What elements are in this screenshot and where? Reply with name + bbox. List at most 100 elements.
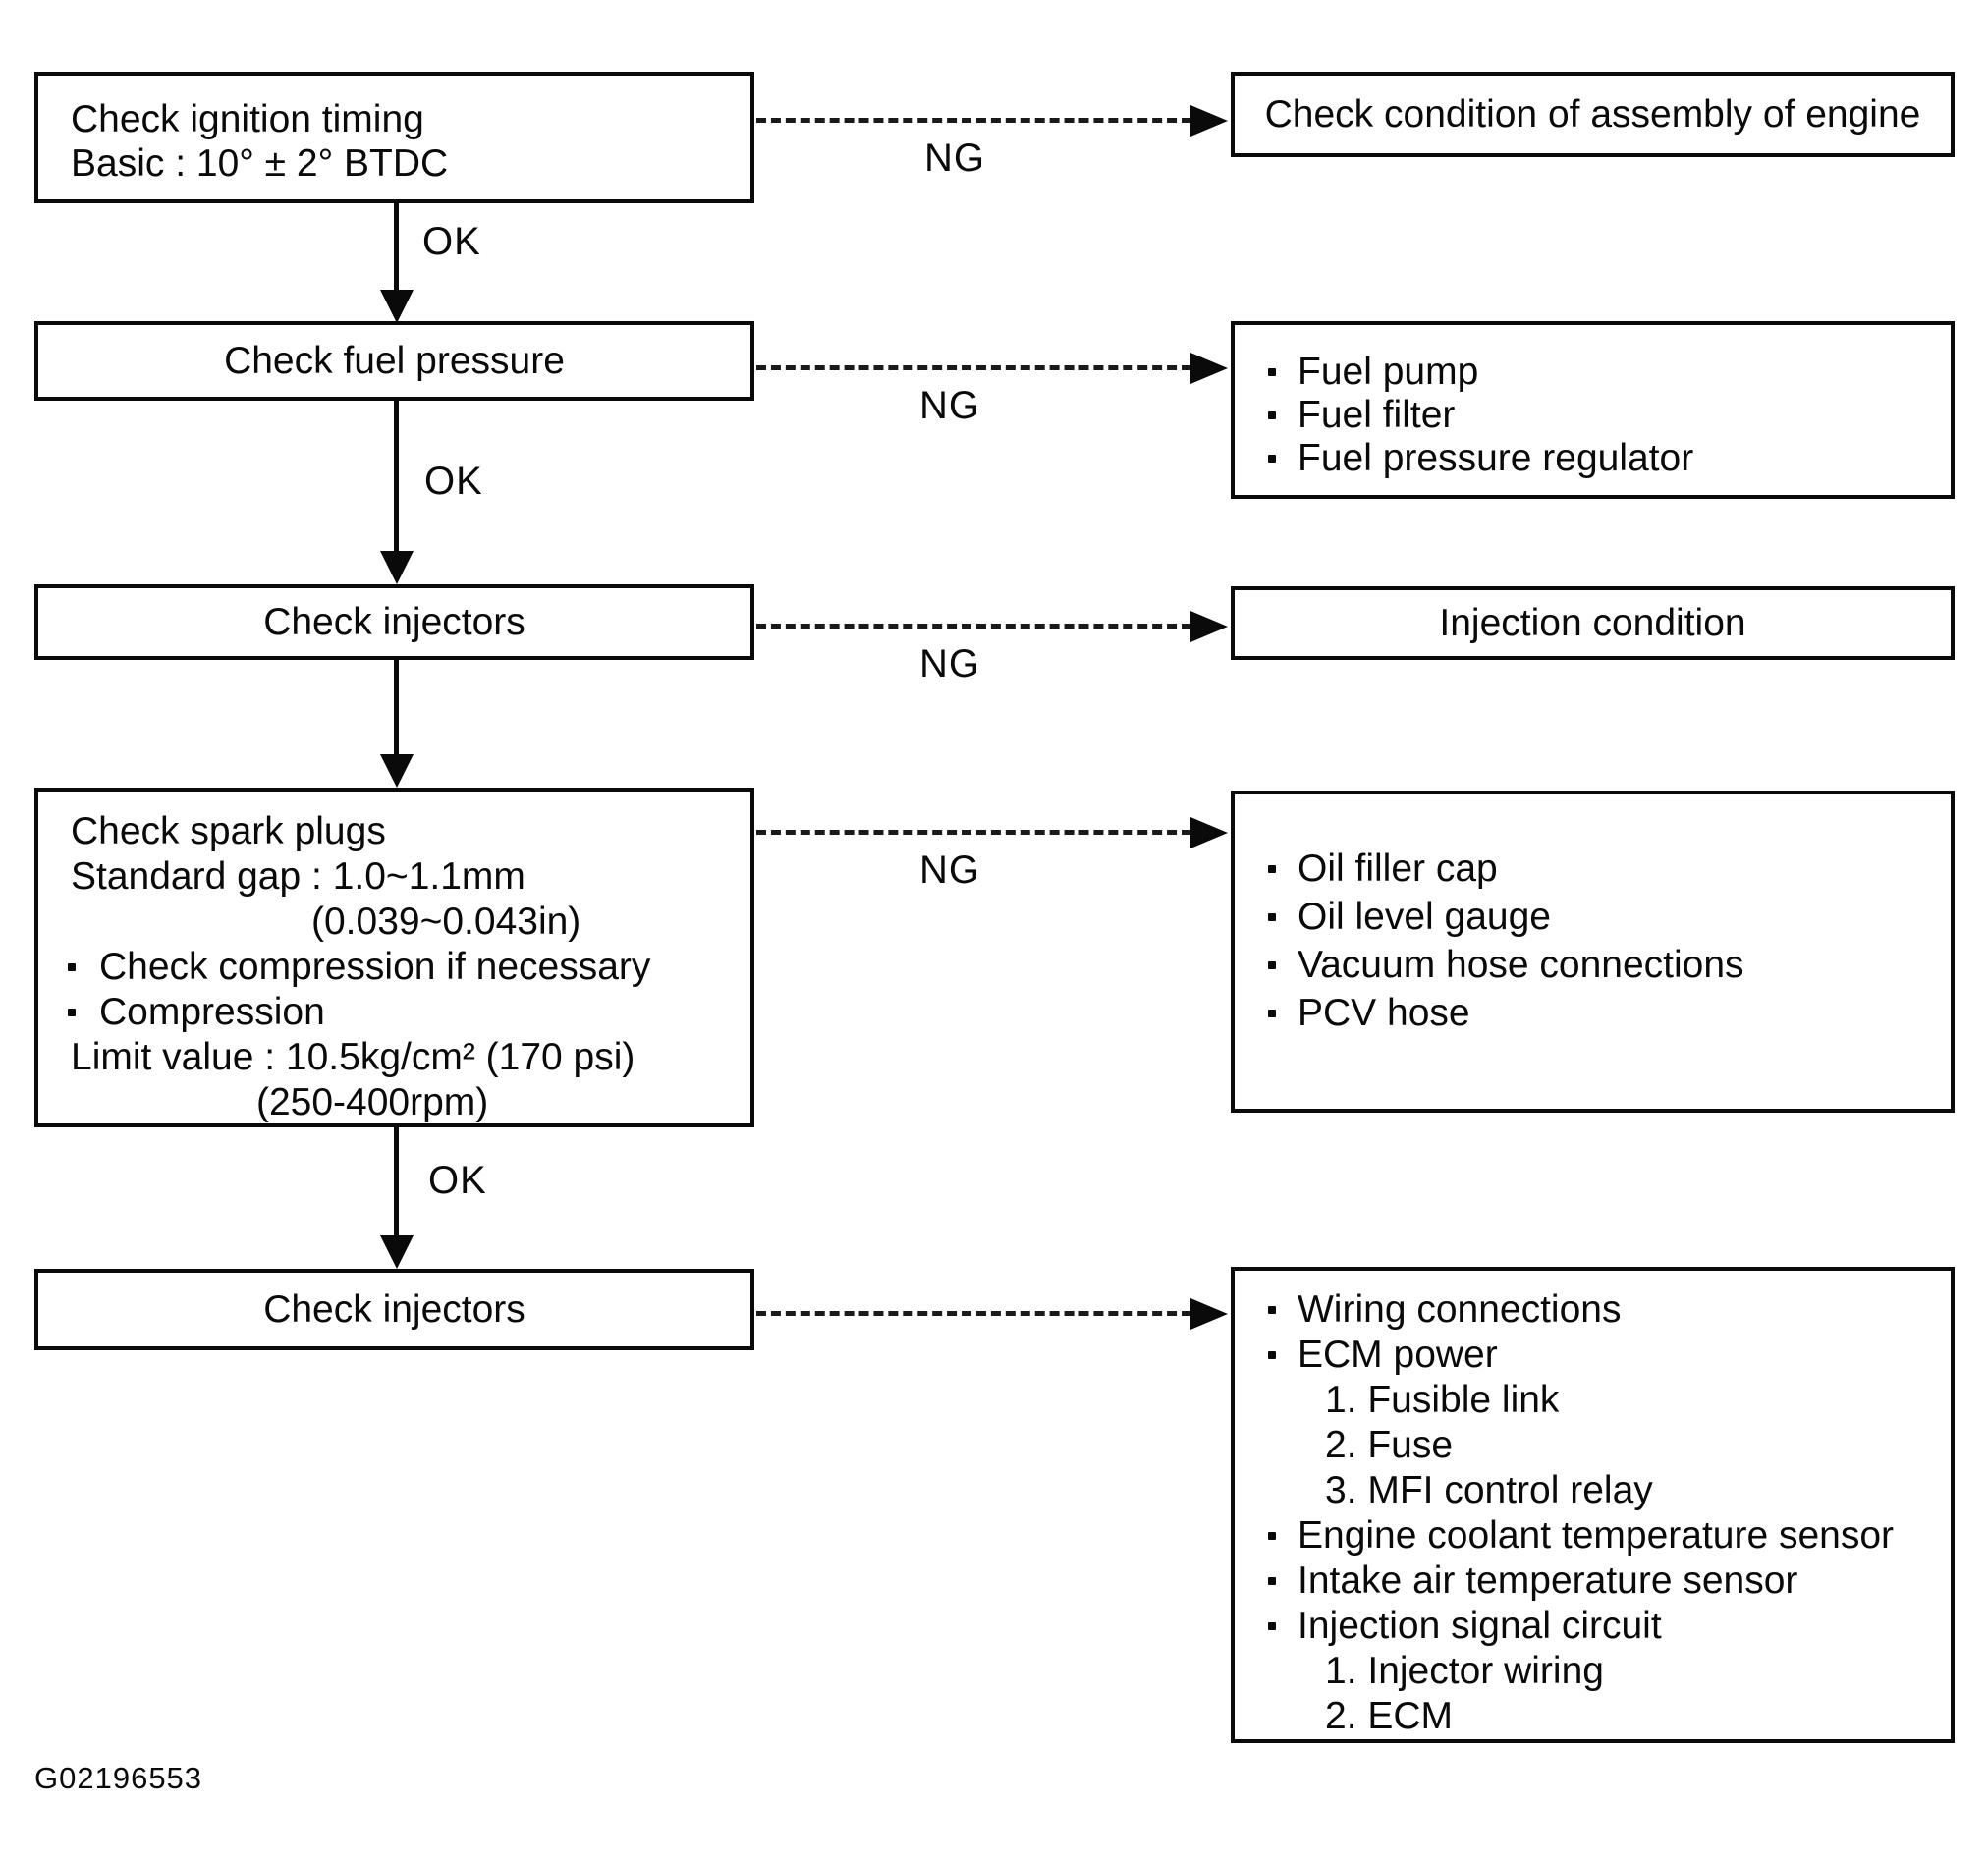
arrowhead-down-icon [380, 754, 414, 788]
list-item-label: 1. Injector wiring [1325, 1650, 1604, 1692]
ng-label: NG [919, 384, 980, 427]
list-item: Oil filler cap [1235, 845, 1951, 893]
arrowhead-right-icon [1190, 105, 1228, 137]
list-item: Engine coolant temperature sensor [1235, 1513, 1951, 1559]
arrowhead-right-icon [1190, 611, 1228, 642]
list-item-label: Intake air temperature sensor [1298, 1559, 1798, 1602]
ng-label: NG [924, 137, 985, 180]
figure-id: G02196553 [34, 1761, 203, 1795]
down-arrow-line [394, 1127, 399, 1239]
bullet-icon [68, 1009, 76, 1016]
list-subitem: 3. MFI control relay [1235, 1468, 1951, 1513]
list-item-label: 3. MFI control relay [1325, 1469, 1653, 1511]
ng-label: NG [919, 848, 980, 892]
list-item-label: Wiring connections [1298, 1288, 1622, 1331]
ok-label: OK [424, 460, 483, 503]
step-line: Check injectors [263, 1287, 525, 1331]
arrowhead-right-icon [1190, 817, 1228, 848]
step-line: Check ignition timing [71, 98, 424, 140]
result-check-engine-assembly: Check condition of assembly of engine [1231, 72, 1955, 157]
result-line: Check condition of assembly of engine [1264, 92, 1921, 136]
step-line: Compression [99, 991, 325, 1033]
arrowhead-down-icon [380, 1235, 414, 1269]
bullet-icon [1268, 411, 1276, 419]
list-subitem: 1. Fusible link [1235, 1378, 1951, 1423]
list-item-label: Injection signal circuit [1298, 1605, 1662, 1647]
list-item: Vacuum hose connections [1235, 941, 1951, 989]
list-item-label: Fuel pressure regulator [1298, 437, 1694, 479]
bullet-icon [1268, 960, 1276, 969]
bullet-icon [1268, 1306, 1276, 1314]
step-line: Check compression if necessary [99, 946, 651, 988]
step-bullet-line: Check compression if necessary [38, 945, 750, 990]
bullet-icon [1268, 1577, 1276, 1585]
list-item: Fuel pump [1235, 351, 1951, 394]
arrowhead-down-icon [380, 551, 414, 584]
bullet-icon [1268, 368, 1276, 376]
ng-dashed-line [756, 118, 1191, 123]
ok-label: OK [428, 1159, 487, 1202]
step-check-spark-plugs: Check spark plugs Standard gap : 1.0~1.1… [34, 788, 754, 1127]
ng-dashed-line [756, 830, 1191, 835]
list-item-label: 2. ECM [1325, 1695, 1454, 1737]
list-item: PCV hose [1235, 989, 1951, 1037]
result-fuel-system: Fuel pump Fuel filter Fuel pressure regu… [1231, 321, 1955, 499]
bullet-icon [1268, 455, 1276, 463]
step-line: Limit value : 10.5kg/cm² (170 psi) [71, 1036, 635, 1078]
ng-dashed-line [756, 1311, 1191, 1316]
list-item-label: PCV hose [1298, 991, 1470, 1034]
result-injection-condition: Injection condition [1231, 586, 1955, 660]
result-oil-vacuum: Oil filler cap Oil level gauge Vacuum ho… [1231, 791, 1955, 1113]
arrowhead-right-icon [1190, 1298, 1228, 1330]
arrowhead-right-icon [1190, 353, 1228, 384]
step-line: (0.039~0.043in) [311, 901, 581, 943]
ok-label: OK [422, 220, 481, 263]
bullet-icon [68, 963, 76, 971]
list-item-label: 2. Fuse [1325, 1424, 1454, 1466]
result-electrical: Wiring connections ECM power 1. Fusible … [1231, 1267, 1955, 1743]
list-item-label: ECM power [1298, 1334, 1498, 1376]
step-check-injectors: Check injectors [34, 584, 754, 660]
list-item-label: Fuel pump [1298, 351, 1479, 393]
bullet-icon [1268, 1351, 1276, 1359]
list-subitem: 1. Injector wiring [1235, 1649, 1951, 1694]
list-item: Fuel filter [1235, 394, 1951, 437]
bullet-icon [1268, 864, 1276, 873]
step-line: Standard gap : 1.0~1.1mm [71, 855, 525, 898]
step-line: Basic : 10° ± 2° BTDC [71, 142, 449, 185]
list-item: Oil level gauge [1235, 893, 1951, 941]
result-line: Injection condition [1439, 601, 1746, 644]
down-arrow-line [394, 401, 399, 555]
ng-dashed-line [756, 624, 1191, 629]
step-check-ignition-timing: Check ignition timing Basic : 10° ± 2° B… [34, 72, 754, 203]
list-item: Injection signal circuit [1235, 1604, 1951, 1649]
list-subitem: 2. ECM [1235, 1694, 1951, 1739]
list-item: Intake air temperature sensor [1235, 1559, 1951, 1604]
list-item-label: Oil level gauge [1298, 895, 1551, 938]
bullet-icon [1268, 912, 1276, 921]
list-item: ECM power [1235, 1333, 1951, 1378]
step-check-injectors-2: Check injectors [34, 1269, 754, 1350]
down-arrow-line [394, 203, 399, 294]
list-item-label: Oil filler cap [1298, 847, 1498, 890]
down-arrow-line [394, 660, 399, 758]
list-subitem: 2. Fuse [1235, 1423, 1951, 1468]
arrowhead-down-icon [380, 290, 414, 323]
bullet-icon [1268, 1532, 1276, 1540]
list-item: Wiring connections [1235, 1287, 1951, 1333]
list-item-label: 1. Fusible link [1325, 1379, 1560, 1421]
list-item: Fuel pressure regulator [1235, 437, 1951, 480]
step-line: Check injectors [263, 600, 525, 643]
bullet-icon [1268, 1622, 1276, 1630]
step-line: (250-400rpm) [256, 1081, 489, 1123]
list-item-label: Fuel filter [1298, 394, 1456, 436]
bullet-icon [1268, 1009, 1276, 1017]
step-line: Check spark plugs [71, 810, 386, 852]
step-bullet-line: Compression [38, 990, 750, 1035]
ng-label: NG [919, 642, 980, 685]
list-item-label: Engine coolant temperature sensor [1298, 1514, 1895, 1557]
step-check-fuel-pressure: Check fuel pressure [34, 321, 754, 401]
ng-dashed-line [756, 365, 1191, 370]
step-line: Check fuel pressure [224, 339, 565, 382]
